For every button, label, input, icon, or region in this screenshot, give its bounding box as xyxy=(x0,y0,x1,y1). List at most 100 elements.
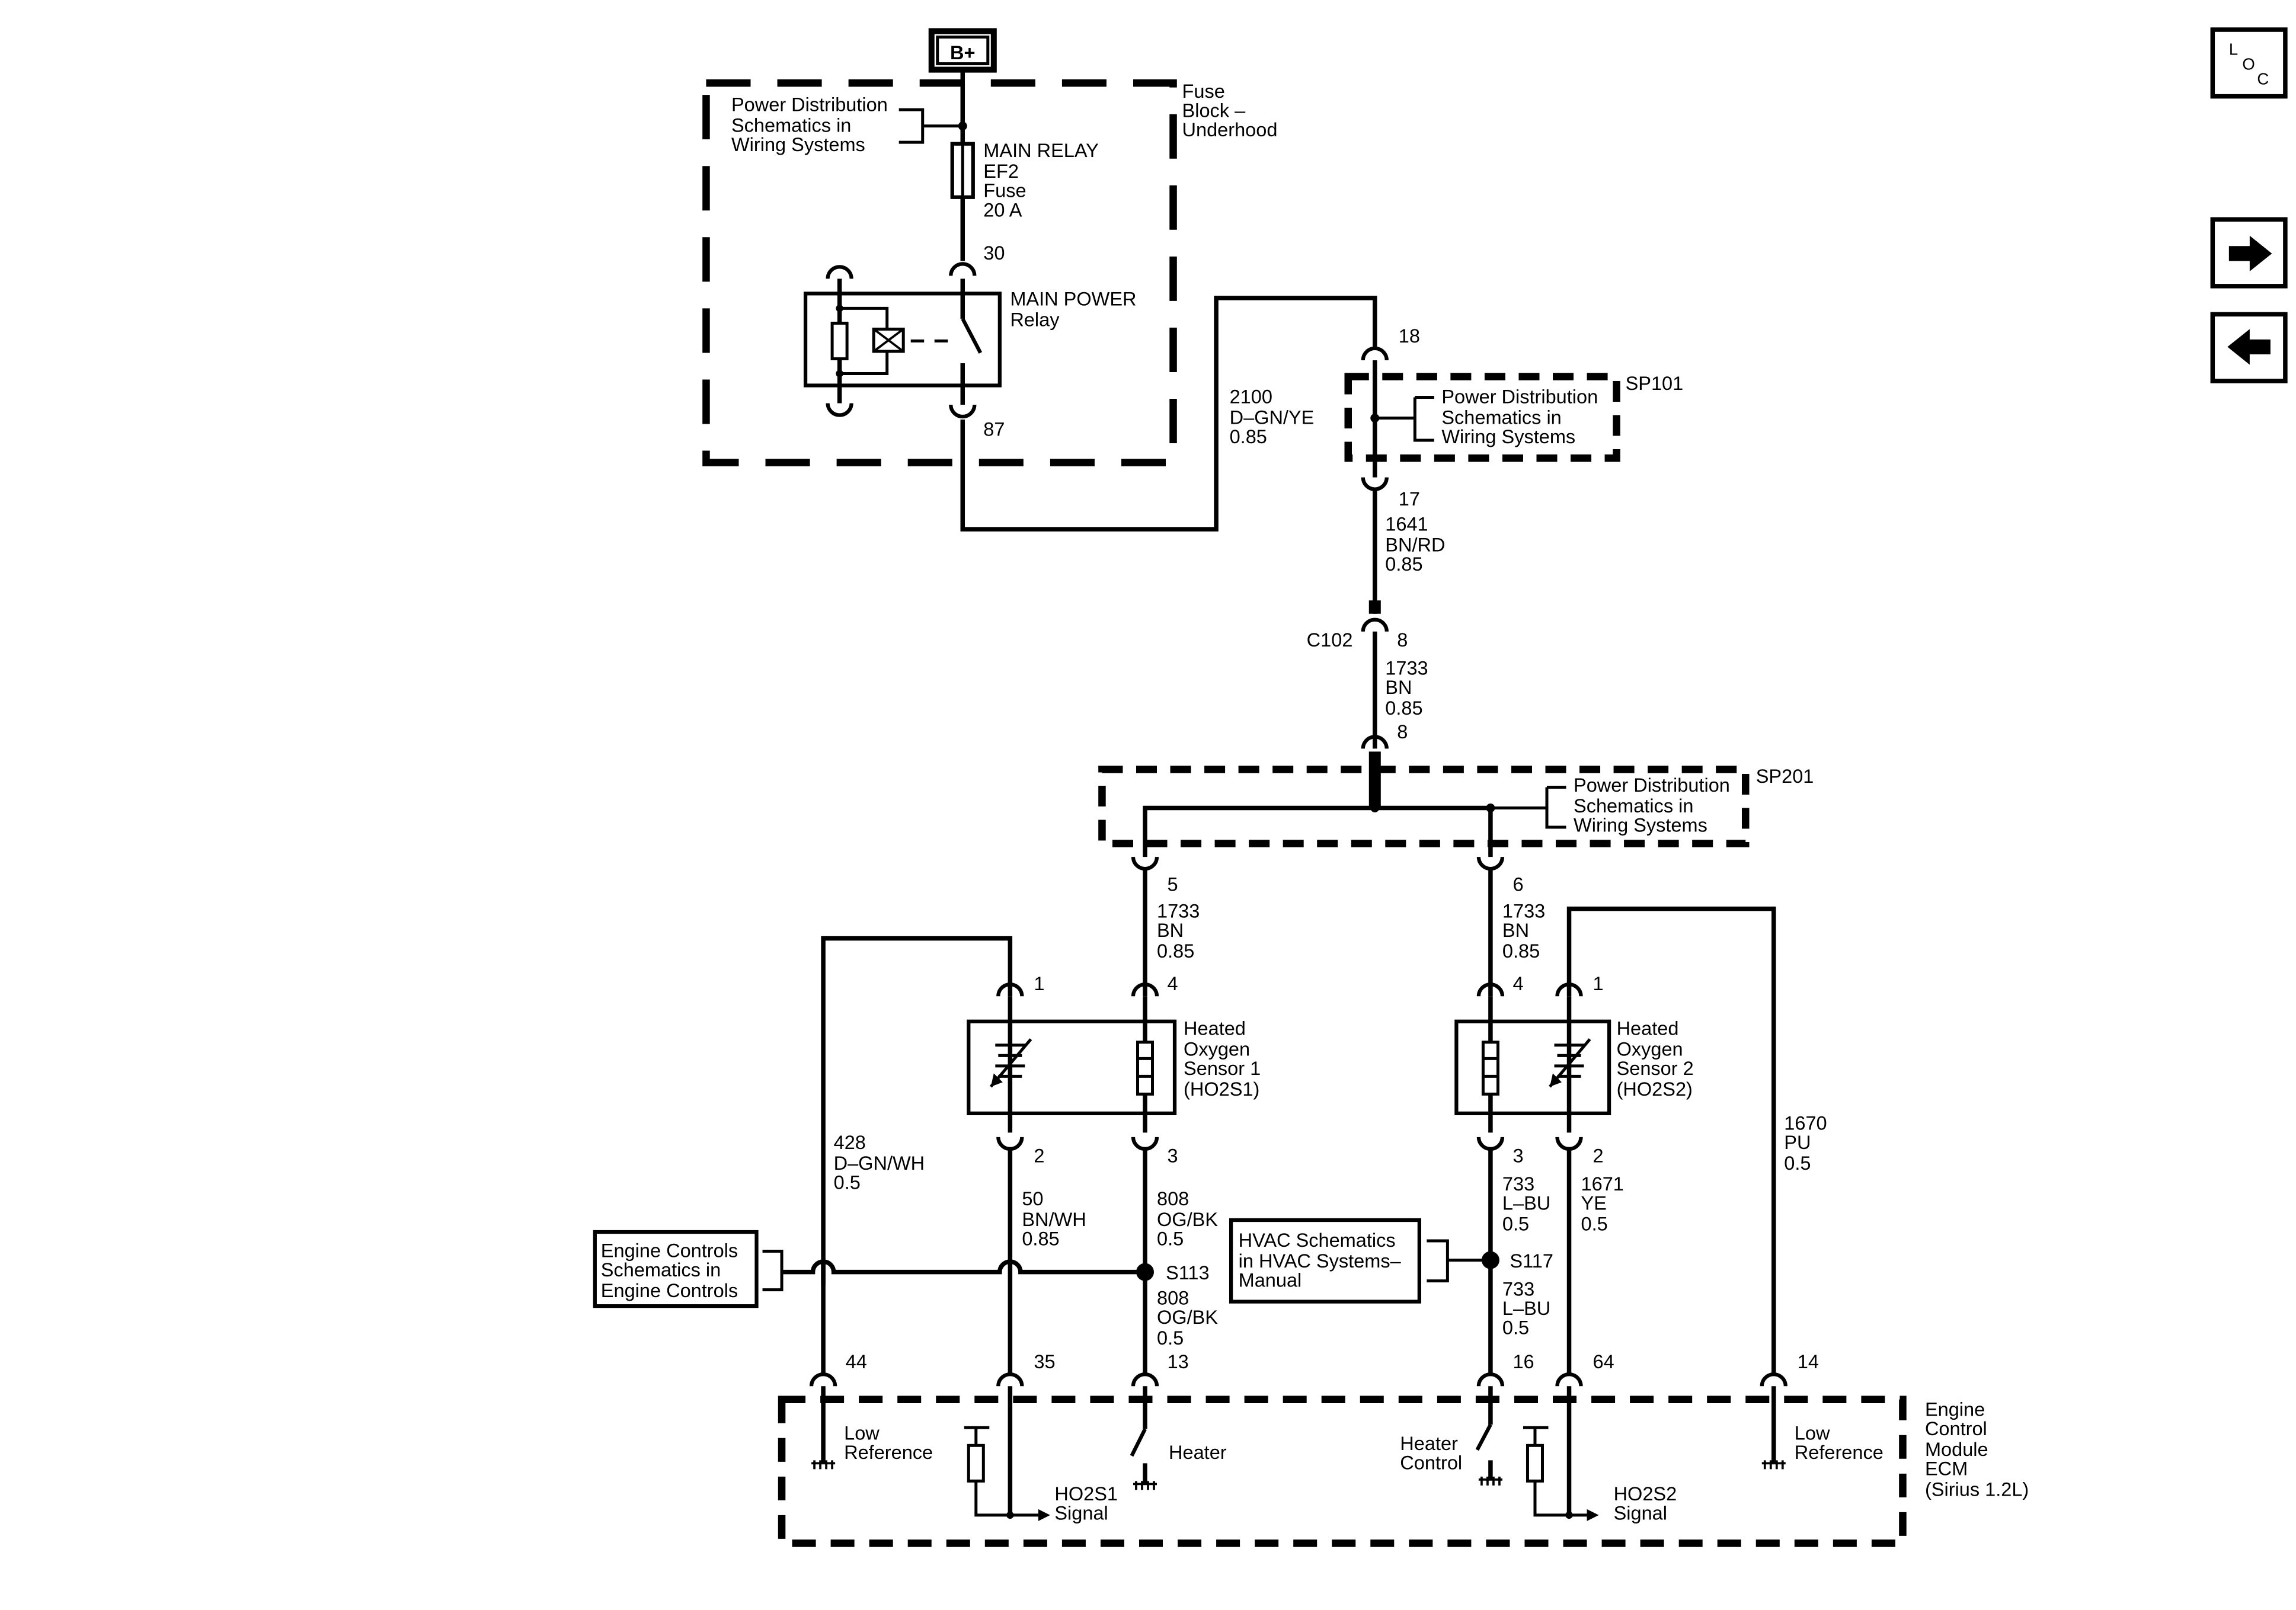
wire-808-b-size: 0.5 xyxy=(1157,1327,1184,1349)
sensor1-pin-1: 1 xyxy=(1034,973,1044,994)
ecm-ho2s1-a: HO2S1 xyxy=(1054,1483,1118,1505)
sensor1-pin-2: 2 xyxy=(1034,1145,1044,1166)
loc-letter-c: C xyxy=(2257,70,2269,88)
ecm-low-ref-1a: Low xyxy=(844,1422,880,1443)
relay-pin-30: 30 xyxy=(983,242,1005,264)
sp201-ref-3: Wiring Systems xyxy=(1574,815,1707,836)
arrow-left-icon xyxy=(2227,329,2271,365)
heated-oxygen-sensor-2: 4 1 Heated Oxygen Sensor 2 (HO2S2) 3 2 xyxy=(1454,906,1776,1375)
fuse-block-outline xyxy=(702,79,1177,466)
ecm-ho2s1-b: Signal xyxy=(1054,1502,1108,1523)
wire-2100: 2100 D–GN/YE 0.85 xyxy=(960,296,1377,532)
ecm-heater-control-b: Control xyxy=(1400,1452,1462,1473)
sensor2-name-2: Oxygen xyxy=(1617,1038,1683,1060)
ecm-pin-16: 16 xyxy=(1512,1351,1534,1372)
wire-1733-s2-color: BN xyxy=(1502,920,1529,941)
connector-c102: C102 8 1733 BN 0.85 8 xyxy=(1307,600,1428,808)
wire-1641: 1641 BN/RD 0.85 xyxy=(1373,489,1445,614)
ecm-pin-35: 35 xyxy=(1034,1351,1055,1372)
wire-1641-size: 0.85 xyxy=(1385,553,1422,575)
engine-control-module: Engine Control Module ECM (Sirius 1.2L) … xyxy=(778,1351,2029,1547)
ecm-pin-14: 14 xyxy=(1798,1351,1819,1372)
ecm-title-4: ECM xyxy=(1925,1458,1968,1479)
wire-2100-color: D–GN/YE xyxy=(1230,407,1315,428)
wire-733-a-size: 0.5 xyxy=(1502,1214,1529,1235)
wire-808: 808 OG/BK 0.5 808 OG/BK 0.5 xyxy=(1143,1148,1218,1375)
loc-button[interactable]: L O C xyxy=(2210,27,2288,99)
ecm-heater: Heater xyxy=(1169,1442,1227,1463)
wire-1670: 1670 PU 0.5 xyxy=(1784,1112,1827,1174)
sensor1-pin-4: 4 xyxy=(1168,973,1178,994)
sp101-name: SP101 xyxy=(1626,373,1684,394)
supply-label: B+ xyxy=(950,42,975,63)
relay-label-2: Relay xyxy=(1010,309,1060,330)
battery-supply: B+ xyxy=(928,28,997,73)
sensor2-name-4: (HO2S2) xyxy=(1617,1078,1693,1100)
wire-428: 428 D–GN/WH 0.5 xyxy=(821,1132,925,1375)
sensor2-name-3: Sensor 2 xyxy=(1617,1058,1694,1079)
ecm-title-5: (Sirius 1.2L) xyxy=(1925,1478,2029,1500)
wire-1670-color: PU xyxy=(1784,1132,1811,1153)
engine-ref-1: Engine Controls xyxy=(601,1240,738,1262)
wire-808-a-size: 0.5 xyxy=(1157,1228,1184,1250)
wire-1733-sensor1: 1733 BN 0.85 xyxy=(1143,869,1200,997)
wire-428-num: 428 xyxy=(834,1132,866,1153)
ecm-low-ref-1b: Reference xyxy=(844,1442,933,1463)
wire-1671-color: YE xyxy=(1581,1193,1607,1214)
loc-letter-o: O xyxy=(2242,55,2255,73)
wire-428-size: 0.5 xyxy=(834,1172,861,1193)
ecm-pin-44: 44 xyxy=(846,1351,867,1372)
ecm-ho2s2-a: HO2S2 xyxy=(1614,1483,1677,1505)
sensor1-name-1: Heated xyxy=(1184,1017,1246,1039)
c102-pin-bottom: 8 xyxy=(1397,721,1408,742)
previous-page-button[interactable] xyxy=(2210,312,2288,383)
wire-1670-size: 0.5 xyxy=(1784,1153,1811,1174)
wire-1733-color: BN xyxy=(1385,677,1412,698)
fuse-block-title-2: Block – xyxy=(1182,100,1246,121)
fuse-block-title-1: Fuse xyxy=(1182,81,1225,102)
wire-1733-num: 1733 xyxy=(1385,657,1428,678)
wire-808-a-num: 808 xyxy=(1157,1188,1189,1209)
fuse-label-1: MAIN RELAY xyxy=(983,140,1099,161)
hvac-ref-3: Manual xyxy=(1239,1270,1302,1291)
sp201-pin-6: 6 xyxy=(1512,874,1523,895)
splice-s113 xyxy=(1136,1263,1155,1281)
wire-733-b-num: 733 xyxy=(1502,1279,1534,1300)
fuse-block-ref-2: Schematics in xyxy=(731,115,851,136)
sensor1-pin-3: 3 xyxy=(1168,1145,1178,1166)
ecm-low-ref-2a: Low xyxy=(1795,1422,1830,1443)
ecm-title-1: Engine xyxy=(1925,1398,1985,1420)
splice-pack-sp201: SP201 Power Distribution Schematics in W… xyxy=(1098,766,1814,895)
fuse-block-title-3: Underhood xyxy=(1182,119,1278,140)
wire-2100-size: 0.85 xyxy=(1230,426,1267,447)
wire-1671: 1671 YE 0.5 xyxy=(1566,1148,1624,1375)
c102-pin-top: 8 xyxy=(1397,629,1408,651)
sp101-pin-17: 17 xyxy=(1399,488,1420,510)
hvac-ref-2: in HVAC Systems– xyxy=(1239,1250,1402,1272)
relay-label-1: MAIN POWER xyxy=(1010,288,1136,309)
fuse-label-3: Fuse xyxy=(983,180,1026,201)
loc-letter-l: L xyxy=(2229,40,2238,59)
wire-50: 50 BN/WH 0.85 xyxy=(1008,1148,1086,1375)
hvac-ref-1: HVAC Schematics xyxy=(1239,1230,1396,1251)
ecm-title-3: Module xyxy=(1925,1439,1988,1460)
ecm-pin-64: 64 xyxy=(1593,1351,1614,1372)
wire-1733-size: 0.85 xyxy=(1385,697,1422,719)
next-page-button[interactable] xyxy=(2210,217,2288,289)
engine-ref-3: Engine Controls xyxy=(601,1280,738,1301)
sp201-name: SP201 xyxy=(1756,766,1814,787)
fuse-block-ref-3: Wiring Systems xyxy=(731,134,865,155)
ecm-low-ref-2b: Reference xyxy=(1795,1442,1884,1463)
sp101-ref-3: Wiring Systems xyxy=(1441,426,1575,447)
wire-808-a-color: OG/BK xyxy=(1157,1209,1218,1230)
fuse-label-4: 20 A xyxy=(983,199,1022,220)
sensor2-pin-3: 3 xyxy=(1512,1145,1523,1166)
sensor2-pin-2: 2 xyxy=(1593,1145,1604,1166)
engine-ref-2: Schematics in xyxy=(601,1259,721,1281)
sp201-ref-2: Schematics in xyxy=(1574,795,1693,817)
hvac-reference: HVAC Schematics in HVAC Systems– Manual … xyxy=(1229,1218,1553,1304)
wire-1671-size: 0.5 xyxy=(1581,1214,1608,1235)
fuse-label-2: EF2 xyxy=(983,161,1019,182)
wire-1671-num: 1671 xyxy=(1581,1173,1624,1195)
sensor1-name-2: Oxygen xyxy=(1184,1038,1250,1060)
